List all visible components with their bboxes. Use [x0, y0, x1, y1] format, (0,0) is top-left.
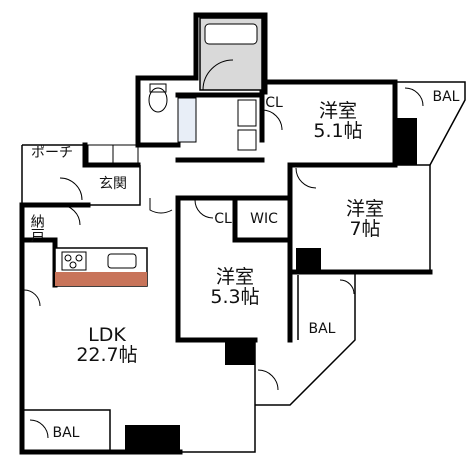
balcony-label-right: BAL [308, 321, 336, 337]
toilet [148, 87, 168, 113]
wic-label: WIC [250, 211, 278, 227]
room1-label: 洋室 5.1帖 [298, 100, 378, 142]
entrance-label: 玄関 [99, 176, 127, 192]
balcony-bottom [22, 409, 111, 452]
pillar-room3 [225, 340, 255, 365]
wall-wic [232, 195, 293, 243]
pillar-ldk [125, 425, 180, 453]
room2-name: 洋室 [345, 198, 384, 220]
balcony-label-bottom: BAL [52, 425, 80, 441]
hall-outline [88, 165, 141, 206]
porch-outline [21, 144, 85, 205]
room1-name: 洋室 [318, 100, 357, 122]
ldk-label: LDK 22.7帖 [62, 324, 152, 366]
ldk-name: LDK [88, 324, 126, 346]
wall-storage [19, 237, 58, 288]
room1-size: 5.1帖 [313, 119, 363, 142]
stove [61, 251, 87, 271]
bathtub-inner [204, 23, 258, 45]
balcony-outline-right [255, 271, 356, 406]
room3-size: 5.3帖 [210, 285, 260, 308]
balcony-label-top: BAL [432, 89, 460, 105]
balcony-outline-top [395, 81, 466, 166]
wall-bath [193, 12, 268, 95]
room3-label: 洋室 5.3帖 [195, 266, 275, 308]
room3-name: 洋室 [215, 266, 254, 288]
ldk-size: 22.7帖 [76, 343, 138, 366]
storage-label: 納戸 [28, 214, 45, 242]
ldk-bottom-outline [180, 340, 256, 453]
porch-label: ポーチ [31, 145, 73, 161]
room2-label: 洋室 7帖 [325, 198, 405, 240]
room2-size: 7帖 [349, 217, 381, 240]
washbasin [177, 97, 197, 143]
pillar-room2 [296, 248, 321, 274]
sink [107, 253, 137, 269]
closet-label-room3: CL [214, 211, 232, 227]
closet-label-room1: CL [265, 95, 283, 111]
pillar-room1 [395, 118, 417, 165]
counter-front [55, 272, 147, 286]
